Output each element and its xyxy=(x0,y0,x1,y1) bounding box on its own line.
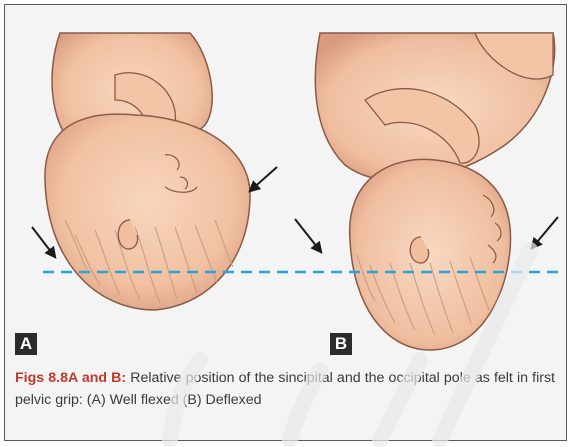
arrow-a-right xyxy=(250,167,277,191)
figure-frame: A B Figs 8.8A and B: Relative position o… xyxy=(4,4,567,441)
fetus-a xyxy=(45,33,250,310)
fetus-b xyxy=(315,33,554,350)
figure-caption: Figs 8.8A and B: Relative position of th… xyxy=(15,367,555,411)
panel-label-b: B xyxy=(330,333,352,355)
arrow-b-left xyxy=(295,219,321,252)
panel-label-a: A xyxy=(15,333,37,355)
arrow-a-left xyxy=(32,227,55,257)
caption-lead: Figs 8.8A and B: xyxy=(15,370,126,386)
fetus-illustration xyxy=(5,5,567,360)
arrow-b-right xyxy=(532,217,558,248)
